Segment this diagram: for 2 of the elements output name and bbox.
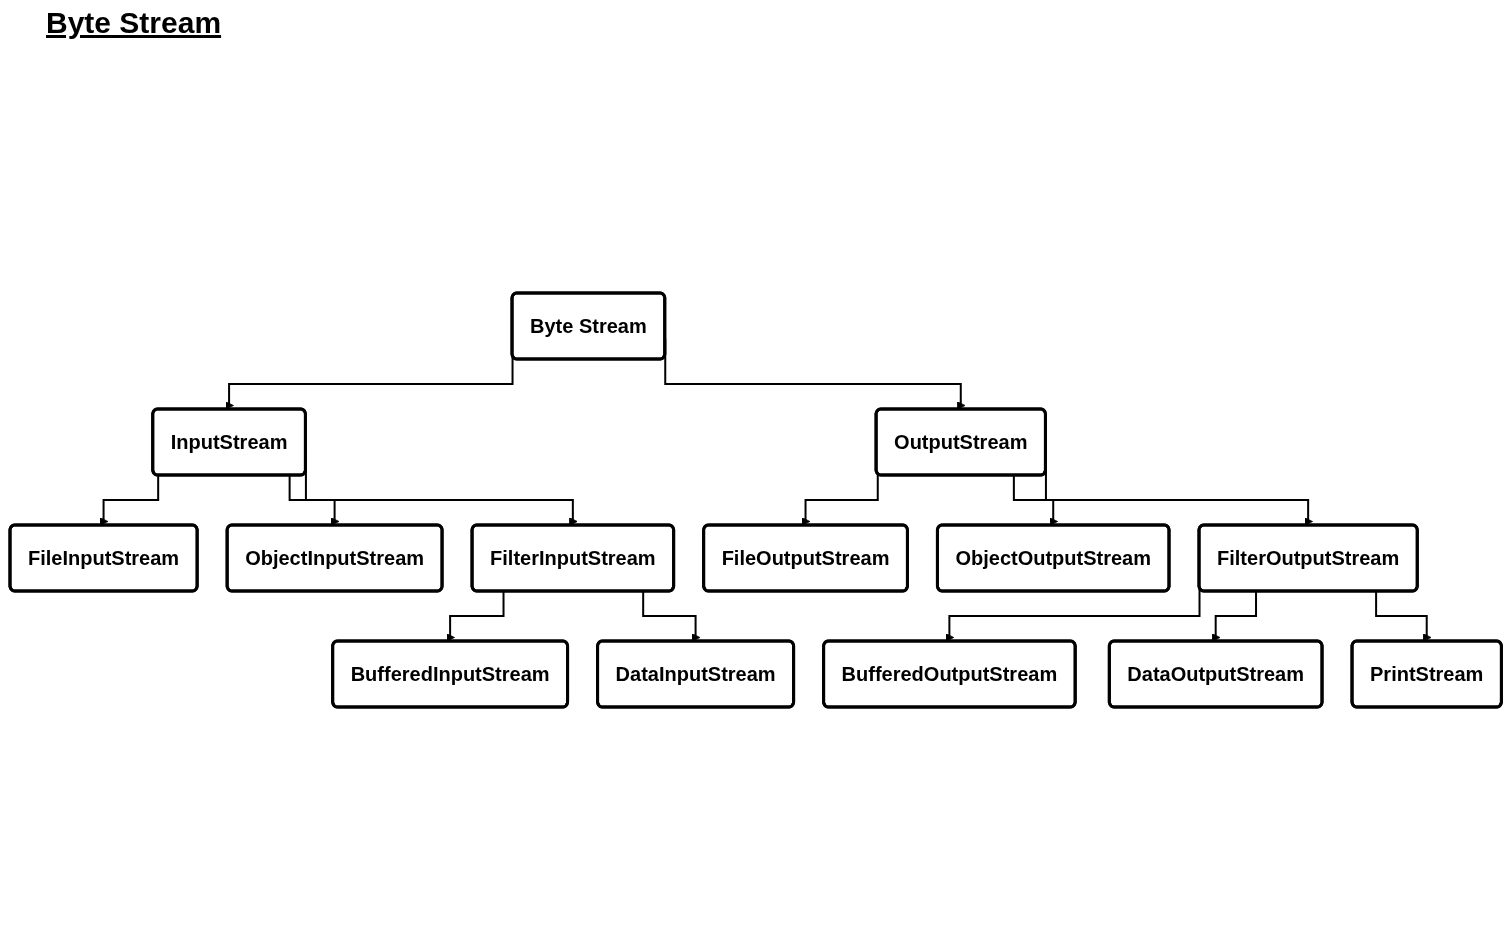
arrow <box>801 472 880 526</box>
diagram-title: Byte Stream <box>46 6 222 40</box>
